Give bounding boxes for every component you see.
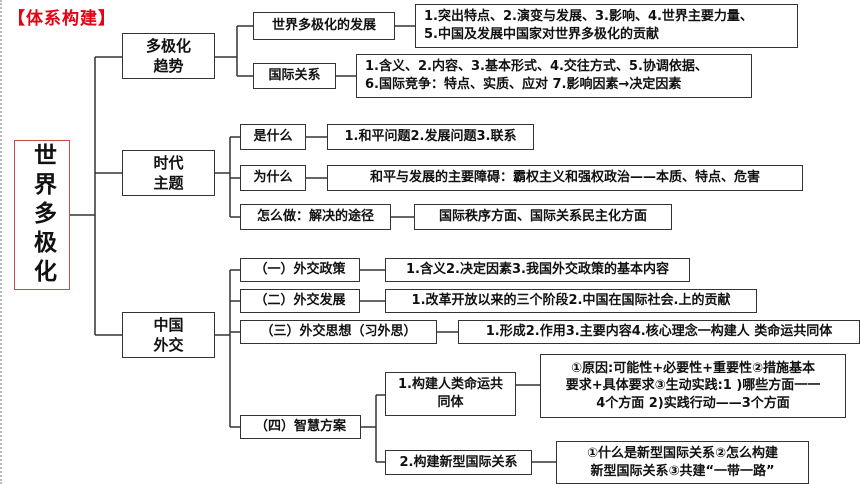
node-community-shared-future: 1.构建人类命运共 同体 — [385, 372, 516, 416]
branch-era-theme: 时代 主题 — [122, 150, 215, 196]
node-world-multipolarization-development: 世界多极化的发展 — [253, 12, 395, 40]
node-new-international-relations: 2.构建新型国际关系 — [385, 450, 532, 475]
node-diplomatic-development: （二）外交发展 — [240, 289, 360, 313]
detail-world-multipolarization-development: 1.突出特点、2.演变与发展、3.影响、4.世界主要力量、 5.中国及发展中国家… — [415, 4, 798, 48]
section-heading: 【体系构建】 — [8, 9, 116, 29]
detail-why: 和平与发展的主要障碍：霸权主义和强权政治——本质、特点、危害 — [327, 165, 803, 191]
detail-foreign-policy: 1.含义2.决定因素3.我国外交政策的基本内容 — [385, 258, 690, 282]
detail-diplomatic-development: 1.改革开放以来的三个阶段2.中国在国际社会.上的贡献 — [385, 289, 757, 313]
detail-what: 1.和平问题2.发展问题3.联系 — [327, 124, 534, 150]
branch-china-diplomacy: 中国 外交 — [122, 312, 215, 358]
node-foreign-policy: （一）外交政策 — [240, 258, 360, 282]
detail-international-relations: 1.含义、2.内容、3.基本形式、4.交往方式、5.协调依据、 6.国际竞争：特… — [356, 54, 752, 98]
node-diplomatic-thought: （三）外交思想（习外思） — [240, 320, 437, 344]
node-wisdom-plan: （四）智慧方案 — [240, 415, 361, 439]
branch-multipolar-trend: 多极化 趋势 — [122, 33, 215, 79]
node-international-relations: 国际关系 — [253, 63, 336, 89]
detail-diplomatic-thought: 1.形成2.作用3.主要内容4.核心理念一构建人 类命运共同体 — [458, 320, 860, 344]
node-what: 是什么 — [240, 124, 306, 150]
node-how: 怎么做：解决的途径 — [240, 204, 391, 230]
node-why: 为什么 — [240, 165, 306, 191]
detail-new-international-relations: ①什么是新型国际关系②怎么构建 新型国际关系③共建“一带一路” — [556, 441, 809, 484]
detail-community-shared-future: ①原因:可能性+必要性+重要性②措施基本 要求+具体要求③生动实践:1 )哪些方… — [540, 354, 846, 418]
root-topic: 世界多极化 — [14, 140, 70, 290]
left-dotted-edge — [0, 0, 4, 484]
detail-how: 国际秩序方面、国际关系民主化方面 — [414, 204, 672, 230]
